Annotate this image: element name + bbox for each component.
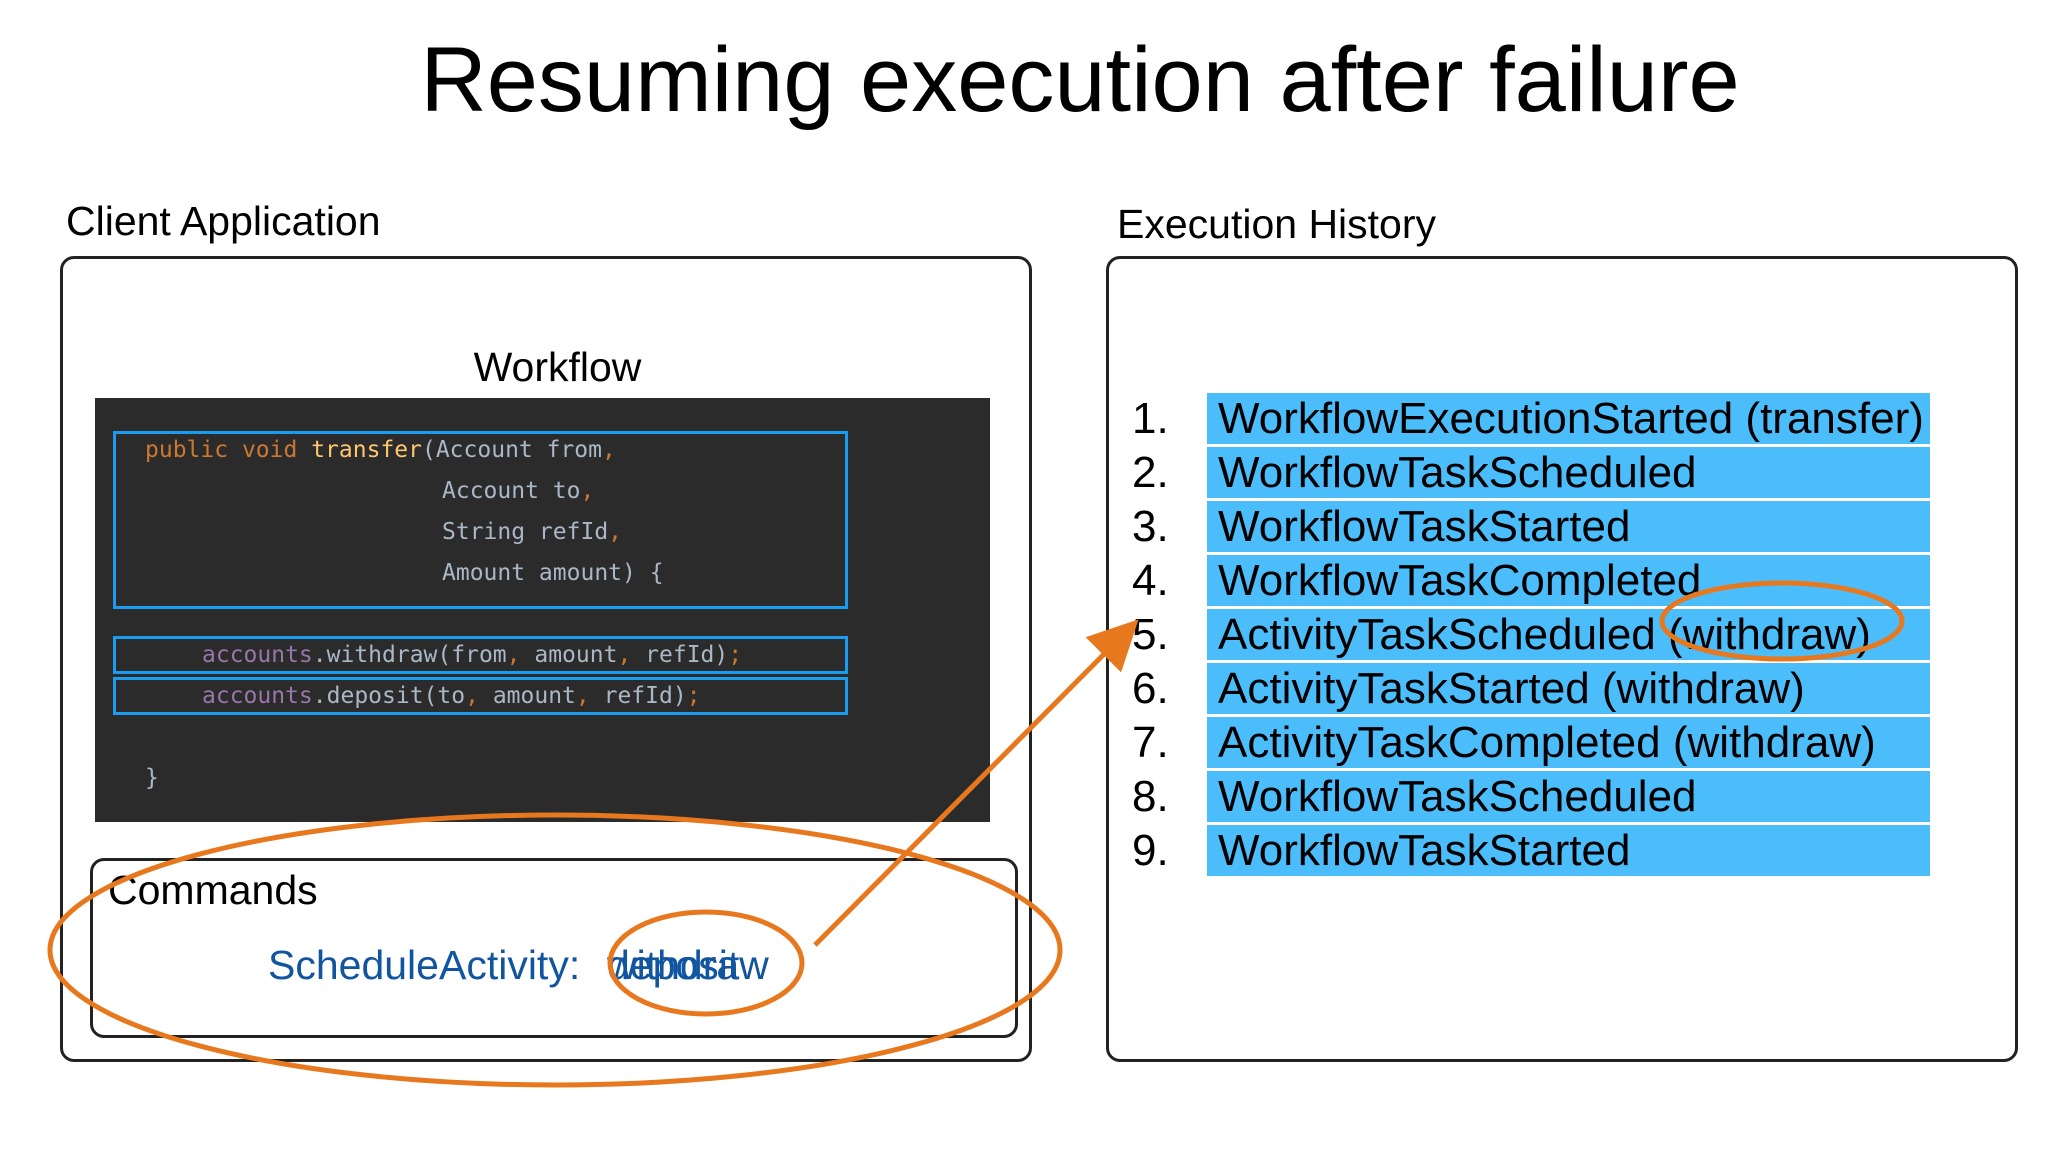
history-item-text: WorkflowExecutionStarted (transfer)	[1218, 394, 1924, 443]
code-text: }	[145, 765, 159, 791]
code-text: String refId	[442, 519, 609, 545]
code-text: amount	[520, 642, 618, 668]
history-item-number: 6.	[1132, 664, 1169, 713]
code-punct: ,	[617, 642, 632, 668]
history-item-number: 8.	[1132, 772, 1169, 821]
code-keyword: void	[241, 437, 298, 463]
history-item-text: ActivityTaskCompleted (withdraw)	[1218, 718, 1876, 767]
code-line-1: public void transfer(Account from,	[145, 435, 616, 465]
command-schedule-activity-prefix: ScheduleActivity:	[268, 942, 592, 988]
code-line-closing-brace: }	[145, 763, 159, 793]
slide-title: Resuming execution after failure	[420, 29, 1740, 131]
code-text: (Account from	[421, 437, 602, 463]
code-line-4: Amount amount) {	[442, 558, 664, 588]
history-item-number: 7.	[1132, 718, 1169, 767]
history-item-highlight	[1207, 447, 1930, 498]
code-punct: ;	[728, 642, 743, 668]
code-punct: ,	[506, 642, 521, 668]
code-field: accounts	[202, 683, 313, 709]
history-item-text: WorkflowTaskCompleted	[1218, 556, 1702, 605]
code-line-deposit: accounts.deposit(to, amount, refId);	[202, 681, 701, 711]
code-text: Account to	[442, 478, 581, 504]
code-text: refId)	[589, 683, 687, 709]
history-item-text: ActivityTaskScheduled (withdraw)	[1218, 610, 1871, 659]
history-item-highlight	[1207, 393, 1930, 444]
history-item-number: 4.	[1132, 556, 1169, 605]
history-item-highlight	[1207, 501, 1930, 552]
history-item-number: 5.	[1132, 610, 1169, 659]
code-editor-panel: public void transfer(Account from, Accou…	[95, 398, 990, 822]
code-line-2: Account to,	[442, 476, 594, 506]
history-item-text: ActivityTaskStarted (withdraw)	[1218, 664, 1805, 713]
deposit-highlight-box	[113, 677, 848, 715]
history-item-highlight	[1207, 717, 1930, 768]
execution-history-label: Execution History	[1117, 201, 1437, 247]
code-text: amount	[478, 683, 576, 709]
code-punct: ,	[608, 519, 623, 545]
code-text: Amount amount) {	[442, 560, 664, 586]
history-item-highlight	[1207, 663, 1930, 714]
history-item-text: WorkflowTaskScheduled	[1218, 772, 1697, 821]
code-line-3: String refId,	[442, 517, 622, 547]
code-text: refId)	[631, 642, 729, 668]
history-item-number: 2.	[1132, 448, 1169, 497]
history-item-highlight	[1207, 825, 1930, 876]
code-function-name: transfer	[311, 437, 422, 463]
command-activity-deposit: deposit	[607, 942, 740, 988]
code-field: accounts	[202, 642, 313, 668]
client-application-label: Client Application	[66, 198, 381, 244]
code-punct: ,	[580, 478, 595, 504]
withdraw-highlight-box	[113, 636, 848, 674]
history-item-highlight	[1207, 771, 1930, 822]
code-punct: ,	[575, 683, 590, 709]
code-line-withdraw: accounts.withdraw(from, amount, refId);	[202, 640, 742, 670]
code-text: .deposit(to	[312, 683, 466, 709]
history-item-text: WorkflowTaskStarted	[1218, 826, 1631, 875]
code-text: .withdraw(from	[312, 642, 507, 668]
history-item-number: 1.	[1132, 394, 1169, 443]
code-keyword: public	[145, 437, 229, 463]
code-punct: ;	[686, 683, 701, 709]
history-item-text: WorkflowTaskScheduled	[1218, 448, 1697, 497]
code-punct: ,	[465, 683, 479, 709]
commands-label: Commands	[108, 867, 318, 913]
history-item-text: WorkflowTaskStarted	[1218, 502, 1631, 551]
history-item-number: 9.	[1132, 826, 1169, 875]
code-punct: ,	[602, 437, 616, 463]
history-item-number: 3.	[1132, 502, 1169, 551]
signature-highlight-box	[113, 431, 848, 609]
workflow-label: Workflow	[473, 344, 642, 390]
